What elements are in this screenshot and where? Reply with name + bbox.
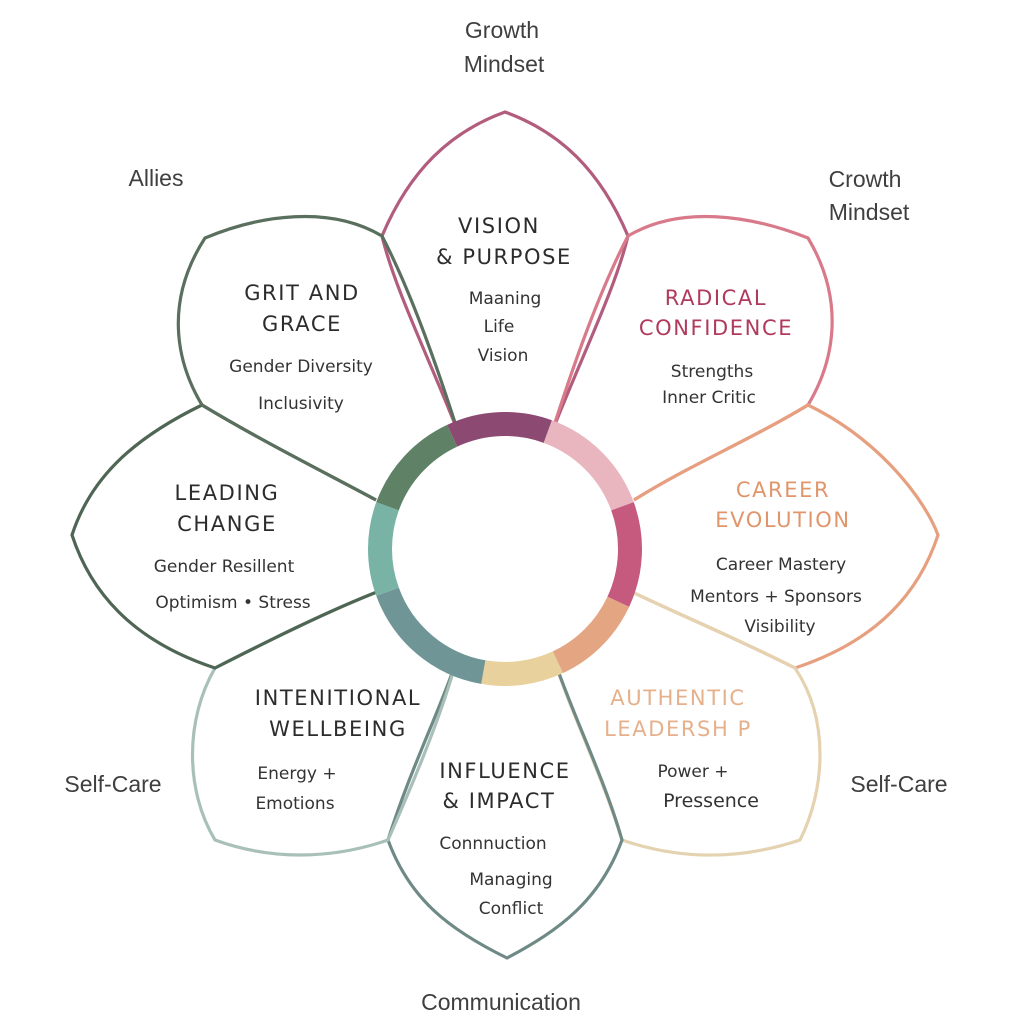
authentic-title-line1: AUTHENTIC [610,686,745,710]
leading-item-2: Optimism • Stress [155,593,310,613]
influence-title-line1: INFLUENCE [439,759,570,783]
outer-label-growth-line1: Growth [465,17,539,43]
leading-title-line2: CHANGE [177,512,277,536]
influence-title-line2: & IMPACT [443,789,556,813]
wellbeing-title-line1: INTENITIONAL [255,686,421,710]
career-title-line2: EVOLUTION [715,508,850,532]
radical-item-2: Inner Critic [662,388,756,408]
ring-segment [552,596,630,674]
petals [70,110,940,960]
vision-item-1: Maaning [469,289,542,309]
outer-label-self-care-left: Self-Care [64,771,161,797]
center-ring [368,412,642,686]
petal-influence-outline [386,661,624,960]
radical-title-line2: CONFIDENCE [639,316,793,340]
petal-leading-outline [70,403,383,670]
vision-item-3: Vision [478,346,529,366]
authentic-item-2: Pressence [663,790,759,812]
grit-title-line2: GRACE [262,312,342,336]
ring-segment [368,502,399,596]
petal-grit-outline [176,214,460,502]
petal-texts: VISION & PURPOSE Maaning Life Vision RAD… [154,214,862,919]
wellbeing-item-2: Emotions [255,794,334,814]
wellbeing-item-1: Energy + [257,764,336,784]
authentic-item-1: Power + [657,762,728,782]
outer-labels: Growth Mindset Crowth Mindset Allies Sel… [64,17,947,1015]
outer-label-growth-line2: Mindset [464,51,545,77]
petal-vision-outline [380,110,630,433]
ring-segment [607,502,642,607]
vision-item-2: Life [484,317,515,337]
career-item-1: Career Mastery [716,555,846,575]
leading-title-line1: LEADING [175,481,280,505]
outer-label-communication: Communication [421,989,581,1015]
vision-title-line1: VISION [458,214,540,238]
career-item-2: Mentors + Sponsors [690,587,862,607]
outer-label-crowth-line2: Mindset [829,199,910,225]
ring-segment [376,587,486,684]
authentic-title-line2: LEADERSH P [604,717,752,741]
influence-item-3: Conflict [479,899,544,919]
grit-title-line1: GRIT AND [244,281,360,305]
grit-item-2: Inclusivity [258,394,344,414]
outer-label-allies: Allies [129,165,184,191]
outer-label-crowth-line1: Crowth [829,166,902,192]
ring-segment [447,412,552,447]
ring-segment [481,651,563,686]
career-title-line1: CAREER [736,478,830,502]
influence-item-1: Connnuction [439,834,546,854]
ring-segment [543,420,634,511]
influence-item-2: Managing [469,870,552,890]
outer-label-self-care-right: Self-Care [850,771,947,797]
radical-title-line1: RADICAL [665,286,767,310]
ring-segment [376,424,458,511]
grit-item-1: Gender Diversity [229,357,373,377]
vision-title-line2: & PURPOSE [436,245,572,269]
career-item-3: Visibility [744,617,815,637]
leading-item-1: Gender Resillent [154,557,295,577]
wellbeing-title-line2: WELLBEING [269,717,407,741]
radical-item-1: Strengths [671,362,754,382]
